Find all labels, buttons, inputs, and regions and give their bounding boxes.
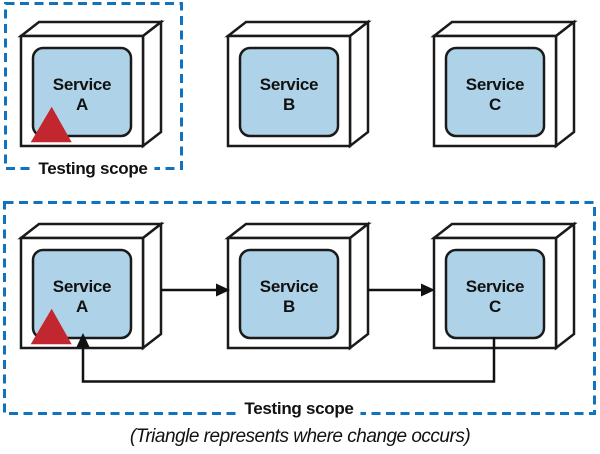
testing-scope-label-top: Testing scope bbox=[31, 158, 155, 180]
box-right-face bbox=[141, 221, 163, 351]
box-right-face bbox=[348, 19, 370, 149]
service-box-b-bottom: Service B bbox=[224, 221, 372, 351]
service-name-line1: Service bbox=[466, 75, 524, 94]
box-right-face bbox=[554, 221, 576, 351]
arrow-shaft bbox=[81, 337, 496, 383]
service-box-a-top: Service A bbox=[17, 19, 165, 149]
arrowhead-up-icon bbox=[76, 333, 90, 347]
service-name-line2: C bbox=[489, 297, 501, 316]
arrowhead-right-icon bbox=[216, 283, 230, 297]
box-top-face bbox=[430, 20, 578, 38]
box-right-face bbox=[554, 19, 576, 149]
feedback-arrow-c-to-a bbox=[76, 333, 496, 383]
change-marker-triangle-icon bbox=[30, 106, 72, 143]
service-box-c-top: Service C bbox=[430, 19, 578, 149]
service-screen bbox=[238, 46, 340, 138]
service-box-c-bottom: Service C bbox=[430, 221, 578, 351]
box-top-face bbox=[224, 20, 372, 38]
service-name-line1: Service bbox=[466, 277, 524, 296]
service-name-line1: Service bbox=[53, 75, 111, 94]
change-marker-triangle-icon bbox=[30, 308, 72, 345]
service-screen bbox=[31, 46, 133, 138]
testing-scope-label-bottom: Testing scope bbox=[237, 398, 361, 420]
service-screen bbox=[444, 46, 546, 138]
service-box-b-top: Service B bbox=[224, 19, 372, 149]
service-name-line2: A bbox=[76, 95, 88, 114]
service-name-line2: A bbox=[76, 297, 88, 316]
service-name-line1: Service bbox=[260, 277, 318, 296]
box-top-face bbox=[17, 20, 165, 38]
service-box-a-bottom: Service A bbox=[17, 221, 165, 351]
arrow-b-to-c bbox=[368, 283, 435, 297]
box-top-face bbox=[430, 222, 578, 240]
box-right-face bbox=[141, 19, 163, 149]
service-name-line1: Service bbox=[260, 75, 318, 94]
service-name-line1: Service bbox=[53, 277, 111, 296]
service-name-line2: B bbox=[283, 95, 295, 114]
service-screen bbox=[238, 248, 340, 340]
service-name-line2: B bbox=[283, 297, 295, 316]
arrow-a-to-b bbox=[161, 283, 230, 297]
box-top-face bbox=[17, 222, 165, 240]
box-right-face bbox=[348, 221, 370, 351]
arrowhead-right-icon bbox=[421, 283, 435, 297]
service-name-line2: C bbox=[489, 95, 501, 114]
box-top-face bbox=[224, 222, 372, 240]
caption: (Triangle represents where change occurs… bbox=[129, 426, 471, 447]
